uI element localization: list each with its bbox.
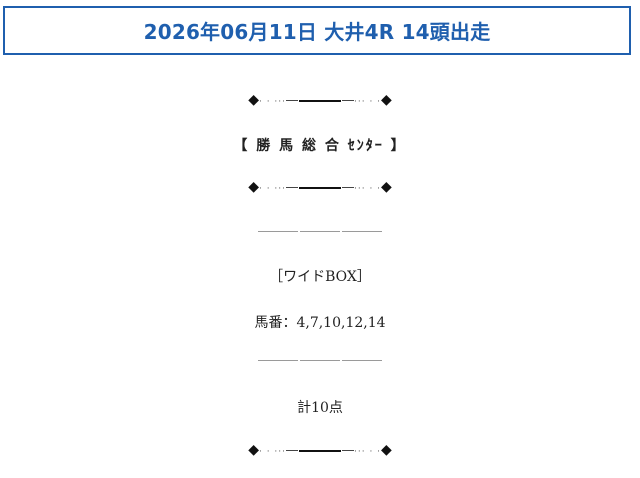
diamond-icon: ◆ (381, 442, 392, 458)
separator-segment (300, 360, 340, 361)
thick-rule (299, 449, 341, 452)
diamond-icon: ◆ (381, 179, 392, 195)
separator-segment (342, 360, 382, 361)
dots-right: ··· · · (354, 447, 382, 457)
thick-rule (299, 186, 341, 189)
ornament-divider-top: ◆· · ······ · ·◆ (0, 92, 640, 108)
race-header: 2026年06月11日 大井4R 14頭出走 (3, 6, 631, 55)
dots-right: ··· · · (354, 184, 382, 194)
dots-left: · · ··· (258, 184, 286, 194)
thick-rule (299, 99, 341, 102)
separator-segment (300, 231, 340, 232)
dots-left: · · ··· (258, 97, 286, 107)
ornament-divider-bottom: ◆· · ······ · ·◆ (0, 442, 640, 458)
race-title: 2026年06月11日 大井4R 14頭出走 (143, 20, 491, 44)
dots-right: ··· · · (354, 97, 382, 107)
gray-separator-bottom (0, 360, 640, 361)
dots-left: · · ··· (258, 447, 286, 457)
separator-segment (258, 231, 298, 232)
total-count: 計10点 (297, 400, 343, 416)
source-label: 【 勝 馬 総 合 ｾﾝﾀｰ 】 (233, 138, 407, 154)
thin-rule (342, 450, 354, 451)
diamond-icon: ◆ (381, 92, 392, 108)
diamond-icon: ◆ (248, 179, 259, 195)
ornament-divider-middle: ◆· · ······ · ·◆ (0, 179, 640, 195)
diamond-icon: ◆ (248, 442, 259, 458)
horse-numbers: 馬番：4,7,10,12,14 (254, 315, 386, 331)
gray-separator-top (0, 231, 640, 232)
thin-rule (342, 187, 354, 188)
separator-segment (258, 360, 298, 361)
thin-rule (286, 187, 298, 188)
diamond-icon: ◆ (248, 92, 259, 108)
thin-rule (286, 100, 298, 101)
thin-rule (342, 100, 354, 101)
separator-segment (342, 231, 382, 232)
bet-type-label: ［ワイドBOX］ (269, 269, 371, 285)
thin-rule (286, 450, 298, 451)
